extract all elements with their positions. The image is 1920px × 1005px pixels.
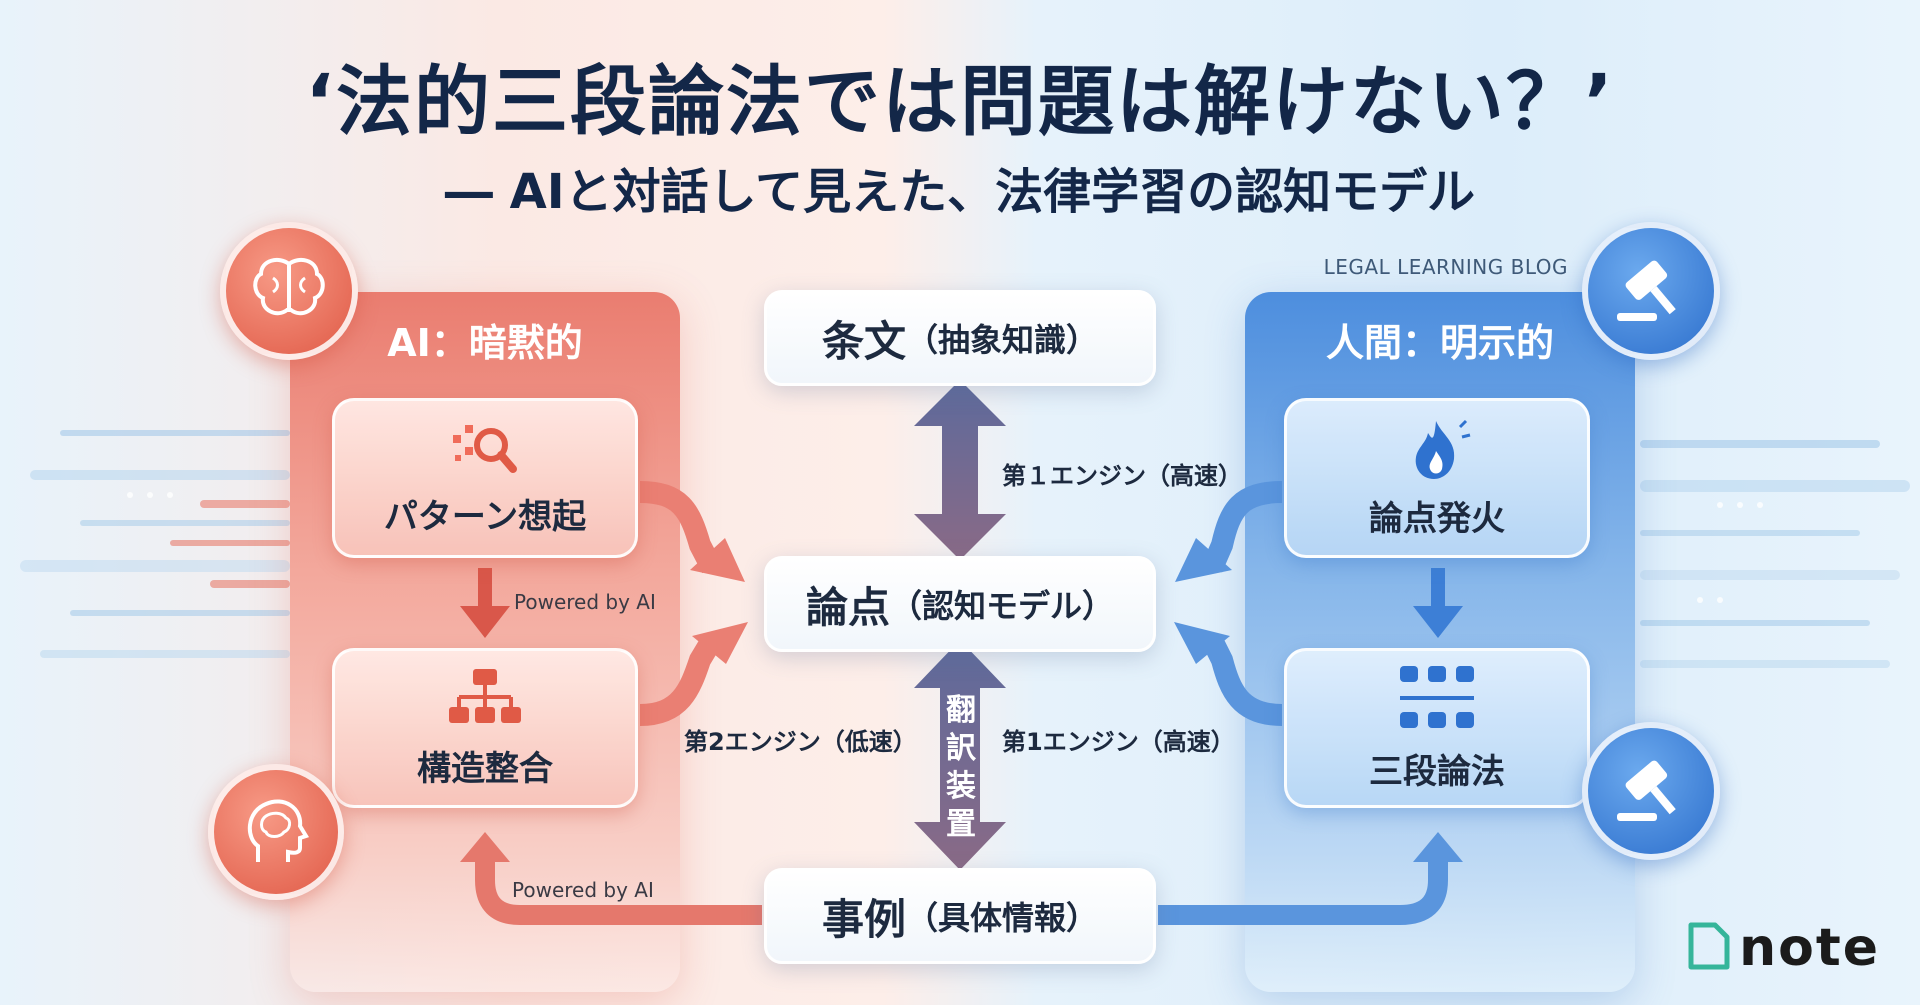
gavel-icon-badge-top (1582, 222, 1720, 360)
gavel-icon (1611, 751, 1691, 831)
issue-paren: （認知モデル） (890, 587, 1115, 625)
search-icon (445, 419, 525, 483)
human-to-issue-arrow-1 (1201, 481, 1283, 573)
statute-issue-double-arrow (914, 380, 1006, 560)
human-panel-title: 人間：明示的 (1325, 321, 1554, 365)
head-brain-icon (236, 790, 316, 874)
human-to-issue-arrow-2 (1202, 635, 1283, 726)
case-main: 事例 (821, 894, 906, 944)
fire-icon (1402, 417, 1472, 485)
engine-top-label: 第１エンジン（高速） (1002, 462, 1242, 490)
powered-by-ai-label-2: Powered by AI (512, 878, 654, 902)
powered-by-ai-label-1: Powered by AI (514, 590, 656, 614)
head-brain-icon-badge (208, 764, 344, 900)
syllogism-card: 三段論法 (1284, 648, 1590, 808)
engine-left-label: 第2エンジン（低速） (684, 728, 917, 756)
note-logo-text: note (1739, 918, 1880, 978)
translation-device-label: 翻訳装置 (946, 693, 976, 842)
hierarchy-icon (445, 667, 525, 735)
structure-consistency-label: 構造整合 (417, 748, 553, 789)
ai-to-issue-arrow-2 (639, 634, 722, 726)
statute-paren: （抽象知識） (906, 321, 1099, 359)
grid-flow-icon (1392, 664, 1482, 738)
issue-box: 論点 （認知モデル） (764, 556, 1156, 652)
gavel-icon-badge-bottom (1582, 722, 1720, 860)
engine-right-label: 第1エンジン（高速） (1002, 728, 1235, 756)
issue-trigger-label: 論点発火 (1369, 498, 1505, 539)
note-logo-icon (1685, 921, 1731, 975)
gavel-icon (1611, 251, 1691, 331)
brain-icon (249, 254, 329, 328)
pattern-recall-card: パターン想起 (332, 398, 638, 558)
syllogism-label: 三段論法 (1369, 751, 1505, 792)
page-subtitle: ― AIと対話して見えた、法律学習の認知モデル (444, 164, 1476, 220)
statute-main: 条文 (821, 316, 906, 366)
case-to-ai-arrow (475, 860, 762, 925)
brain-icon-badge (220, 222, 358, 360)
blog-label: LEGAL LEARNING BLOG (1323, 255, 1568, 279)
translation-double-arrow (914, 640, 1006, 870)
case-to-human-arrow (1158, 860, 1448, 925)
page-title: ‘法的三段論法では問題は解けない？’ (305, 57, 1615, 146)
note-logo: note (1685, 918, 1880, 978)
human-down-arrow (1413, 568, 1463, 638)
issue-trigger-card: 論点発火 (1284, 398, 1590, 558)
statute-box: 条文 （抽象知識） (764, 290, 1156, 386)
case-box: 事例 （具体情報） (764, 868, 1156, 964)
pattern-recall-label: パターン想起 (383, 496, 587, 537)
structure-consistency-card: 構造整合 (332, 648, 638, 808)
ai-panel-title: AI：暗黙的 (387, 321, 583, 365)
issue-main: 論点 (805, 582, 890, 632)
ai-to-issue-arrow-1 (639, 481, 722, 574)
case-paren: （具体情報） (906, 899, 1099, 937)
ai-down-arrow (460, 568, 510, 638)
